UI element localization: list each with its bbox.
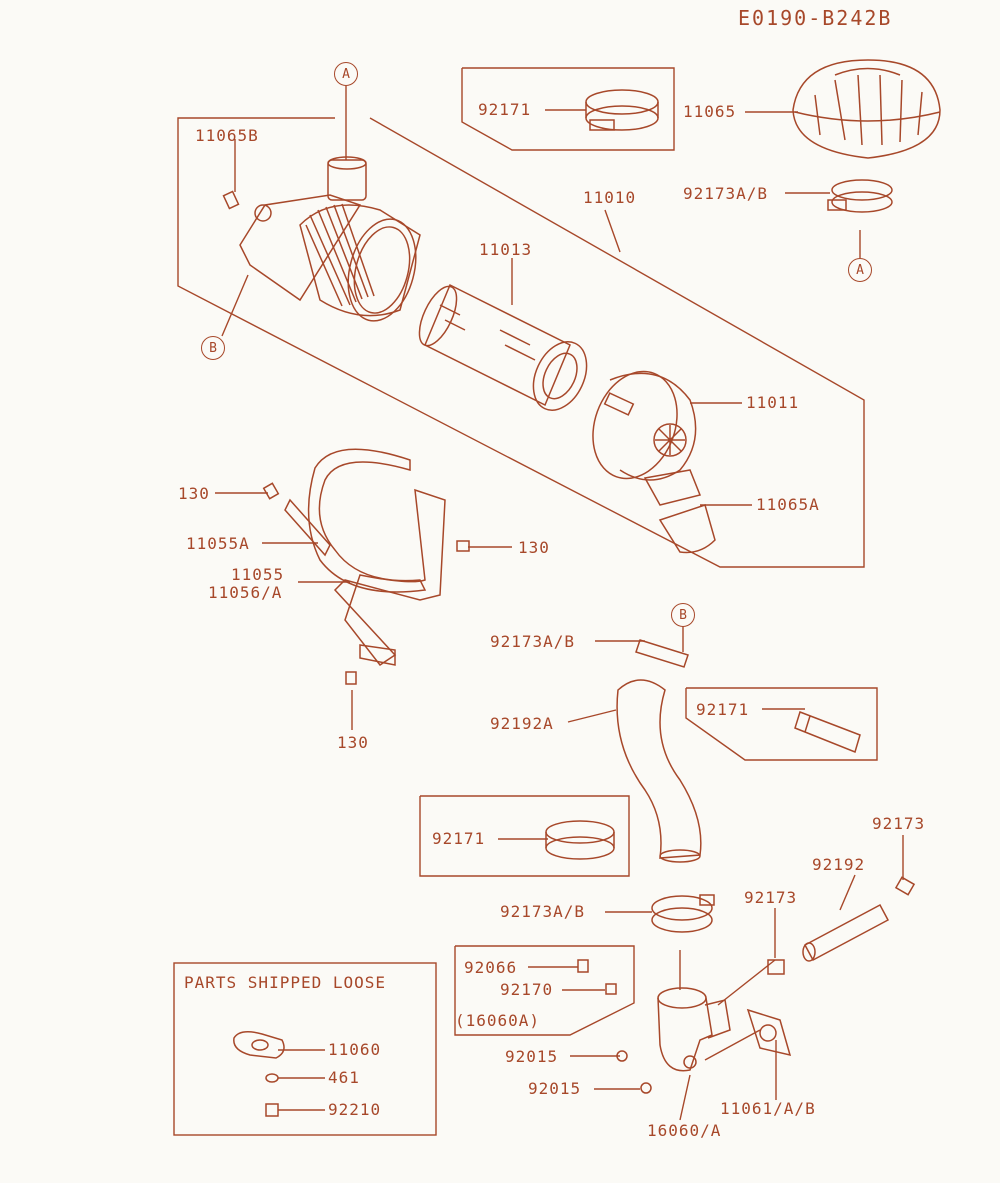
- label-130-a: 130: [178, 484, 210, 503]
- bolt-130-c: [345, 671, 357, 685]
- filter-element-11013: [418, 283, 588, 411]
- end-cover-11011: [592, 370, 702, 506]
- clamp-92171-left: [545, 820, 615, 860]
- label-11013: 11013: [479, 240, 533, 259]
- label-92173AB-mid: 92173A/B: [490, 632, 576, 651]
- bolt-130-b: [456, 540, 470, 552]
- label-11065B: 11065B: [195, 126, 259, 145]
- label-92170: 92170: [500, 980, 554, 999]
- nut-92015-a: [616, 1050, 628, 1062]
- label-11061AB: 11061/A/B: [720, 1099, 816, 1118]
- clamp-92173AB-mid: [635, 639, 689, 668]
- label-130-b: 130: [518, 538, 550, 557]
- air-cleaner-housing: [239, 156, 421, 322]
- label-130-c: 130: [337, 733, 369, 752]
- box-92171-mid: [685, 687, 878, 761]
- clamp-92171-mid: [794, 711, 861, 754]
- washer-461: [265, 1073, 279, 1083]
- label-92171-top: 92171: [478, 100, 532, 119]
- clamp-92173AB-top: [827, 179, 893, 213]
- nut-92015-b: [640, 1082, 652, 1094]
- stud-92066: [577, 959, 589, 973]
- label-11055A: 11055A: [186, 534, 250, 553]
- label-92171-left: 92171: [432, 829, 486, 848]
- label-92173-right: 92173: [872, 814, 926, 833]
- label-11056A: 11056/A: [208, 583, 283, 602]
- nut-92210: [265, 1103, 279, 1117]
- clamp-92171-top: [585, 89, 659, 131]
- label-92173-low: 92173: [744, 888, 798, 907]
- label-92210: 92210: [328, 1100, 382, 1119]
- box-parts-shipped-loose: [173, 962, 437, 1136]
- label-92015-b: 92015: [528, 1079, 582, 1098]
- label-92015-a: 92015: [505, 1047, 559, 1066]
- box-92171-top: [461, 67, 675, 151]
- gasket-11060: [233, 1031, 285, 1059]
- ref-marker-b-mid: B: [671, 603, 695, 627]
- label-92173AB-top: 92173A/B: [683, 184, 769, 203]
- label-11011: 11011: [746, 393, 800, 412]
- clamp-92173-low: [767, 959, 785, 975]
- ref-marker-a-top: A: [334, 62, 358, 86]
- label-92066: 92066: [464, 958, 518, 977]
- mounting-band-11055A: [284, 448, 427, 593]
- label-92173AB-low: 92173A/B: [500, 902, 586, 921]
- vacuator-valve-11065A: [658, 504, 716, 554]
- bolt-11065B: [222, 190, 240, 210]
- label-11065: 11065: [683, 102, 737, 121]
- label-92171-mid: 92171: [696, 700, 750, 719]
- intake-elbow-16060A: [657, 987, 731, 1072]
- diagram-code: E0190-B242B: [738, 6, 893, 30]
- bolt-130-a: [262, 482, 280, 500]
- mounting-band-11055: [333, 488, 446, 667]
- box-92171-left: [419, 795, 630, 877]
- parts-shipped-loose-title: PARTS SHIPPED LOOSE: [184, 973, 387, 992]
- precleaner-cap-11065: [792, 59, 941, 159]
- clamp-92173-right: [894, 876, 916, 896]
- label-11065A: 11065A: [756, 495, 820, 514]
- hose-92192A: [616, 679, 702, 863]
- label-11055: 11055: [231, 565, 285, 584]
- label-92192A: 92192A: [490, 714, 554, 733]
- label-92192: 92192: [812, 855, 866, 874]
- label-461: 461: [328, 1068, 360, 1087]
- label-16060A: 16060/A: [647, 1121, 722, 1140]
- ref-marker-b-left: B: [201, 336, 225, 360]
- label-11060: 11060: [328, 1040, 382, 1059]
- clamp-92173AB-low: [651, 894, 715, 933]
- label-11010: 11010: [583, 188, 637, 207]
- hose-92192: [802, 903, 890, 962]
- gasket-11061AB: [746, 1008, 792, 1057]
- fitting-92170: [605, 983, 617, 995]
- label-16060A-paren: (16060A): [455, 1011, 541, 1030]
- box-16060A: [454, 945, 635, 1036]
- ref-marker-a-right: A: [848, 258, 872, 282]
- assembly-bracket-11010: [177, 117, 865, 568]
